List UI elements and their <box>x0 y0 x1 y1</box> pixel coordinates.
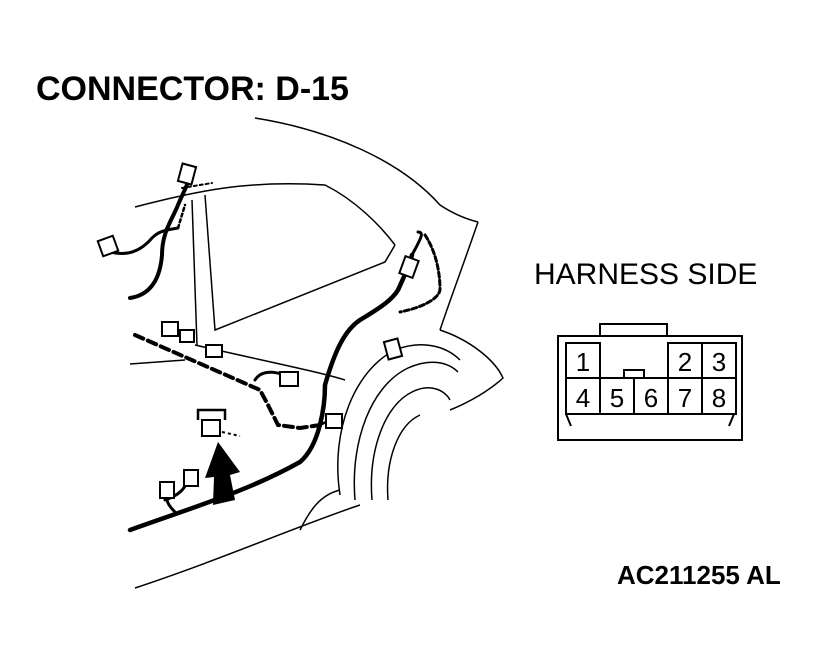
harness-connectors <box>96 162 420 499</box>
wheel <box>337 344 461 501</box>
arrow-icon <box>205 442 240 505</box>
connector-latch <box>599 323 668 337</box>
pin-label: 5 <box>610 383 624 413</box>
pin-label: 8 <box>712 383 726 413</box>
pin-label: 6 <box>644 383 658 413</box>
pin-label: 3 <box>712 347 726 377</box>
connector-face <box>557 323 743 441</box>
connector-housing <box>557 335 743 441</box>
harness-side-label: HARNESS SIDE <box>534 258 758 291</box>
connector-pin-labels: 1 2 3 4 5 6 7 8 <box>576 347 726 413</box>
connector-title: CONNECTOR: D-15 <box>36 70 349 108</box>
pin-label: 1 <box>576 347 590 377</box>
pin-label: 2 <box>678 347 692 377</box>
target-connector-d15 <box>196 408 241 437</box>
figure-code: AC211255 AL <box>617 560 781 590</box>
pin-label: 4 <box>576 383 590 413</box>
door-harness <box>103 173 332 431</box>
pin-label: 7 <box>678 383 692 413</box>
